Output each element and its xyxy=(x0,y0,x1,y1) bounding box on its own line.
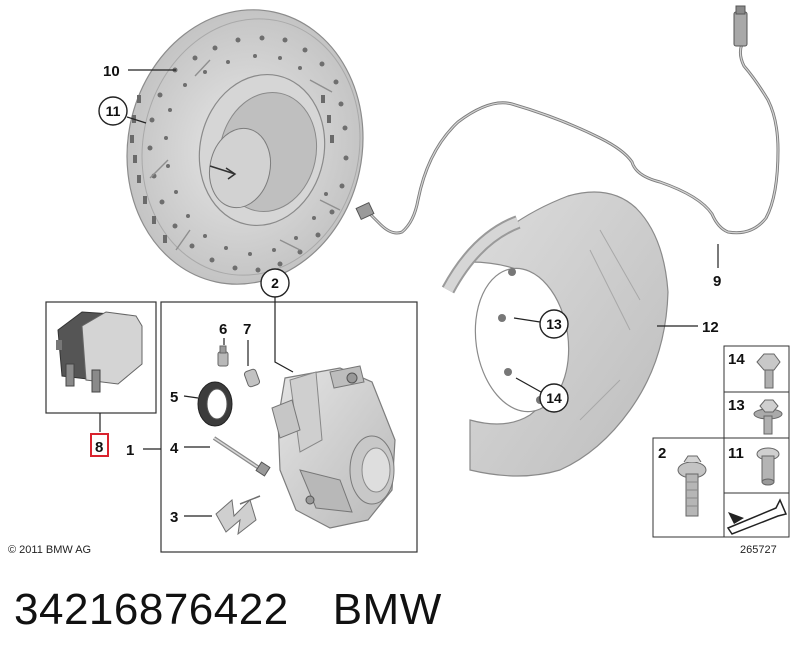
leader-5 xyxy=(183,395,199,399)
highlight-box-8 xyxy=(90,433,109,457)
caption: 34216876422 BMW xyxy=(14,585,442,635)
wear-sensor xyxy=(355,5,780,235)
leader-14 xyxy=(515,377,542,393)
bolt-14-icon xyxy=(756,353,781,389)
anti-rattle-spring xyxy=(215,495,261,536)
brand-name: BMW xyxy=(332,585,442,634)
leader-11 xyxy=(126,116,147,124)
label-9: 9 xyxy=(713,273,721,290)
copyright: © 2011 BMW AG xyxy=(8,544,91,556)
part-number: 34216876422 xyxy=(14,585,289,634)
leader-2 xyxy=(274,297,294,373)
legend-label-2: 2 xyxy=(658,445,666,462)
legend-label-13: 13 xyxy=(728,397,745,414)
label-3: 3 xyxy=(170,509,178,526)
seal-ring xyxy=(197,381,233,427)
label-1: 1 xyxy=(126,442,134,459)
leader-13 xyxy=(513,317,541,323)
legend-label-14: 14 xyxy=(728,351,745,368)
label-13: 13 xyxy=(546,316,562,332)
reference-arrow-icon xyxy=(726,498,788,535)
label-14: 14 xyxy=(546,390,562,406)
guide-pin xyxy=(212,436,271,477)
label-6: 6 xyxy=(219,321,227,338)
hardware-legend: 14 13 11 2 xyxy=(652,345,790,538)
bolt-11-icon xyxy=(756,447,780,486)
label-11: 11 xyxy=(106,103,121,119)
diagram-id: 265727 xyxy=(740,544,777,556)
protection-plate xyxy=(441,191,669,477)
label-10: 10 xyxy=(103,63,120,80)
bleeder-screw xyxy=(217,345,229,367)
label-4: 4 xyxy=(170,440,179,457)
bolt-2-icon xyxy=(677,455,707,517)
label-8: 8 xyxy=(95,439,103,456)
label-13-circle xyxy=(539,309,569,339)
label-11-circle xyxy=(98,96,128,126)
legend-label-11: 11 xyxy=(728,445,744,462)
brake-pads xyxy=(56,311,143,393)
label-5: 5 xyxy=(170,389,178,406)
label-12: 12 xyxy=(702,319,719,336)
brake-disc xyxy=(126,9,364,285)
label-7: 7 xyxy=(243,321,251,338)
dust-cap xyxy=(243,368,261,388)
brake-caliper xyxy=(271,365,396,529)
bolt-13-icon xyxy=(753,399,783,435)
label-14-circle xyxy=(539,383,569,413)
label-2: 2 xyxy=(271,275,279,291)
